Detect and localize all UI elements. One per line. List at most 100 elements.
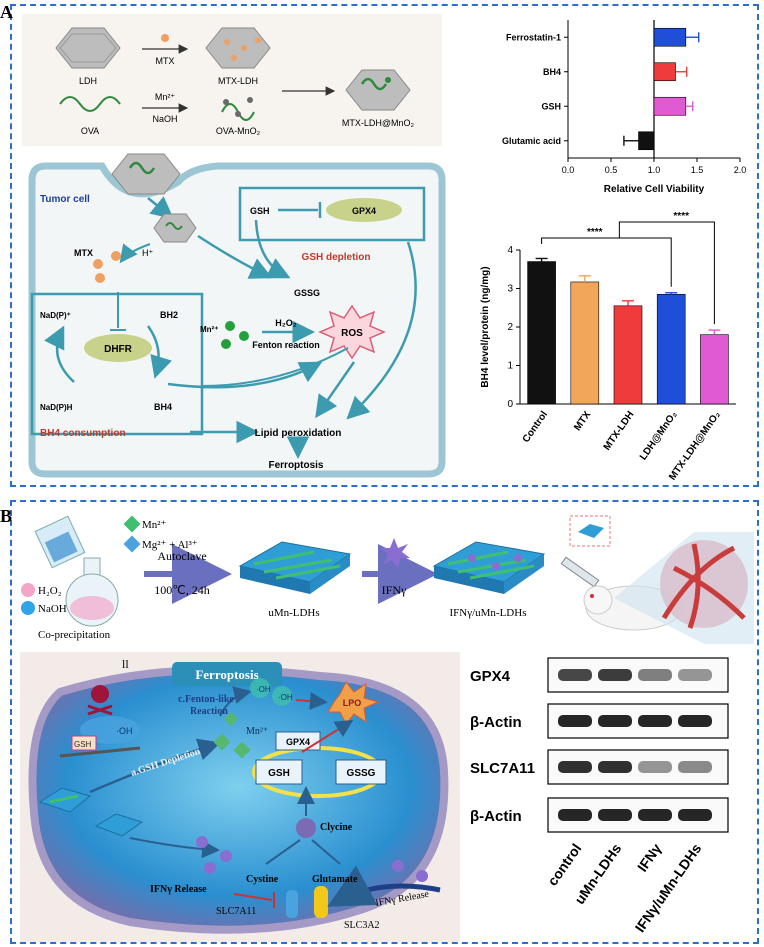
x-axis-label: Relative Cell Viability xyxy=(604,184,705,195)
x-tick-label: 1.5 xyxy=(691,165,704,175)
beaker-icon xyxy=(34,515,86,569)
y-tick-label: 0 xyxy=(507,399,513,410)
synthesis-scheme-b: Mn²⁺ Mg²⁺ + Al³⁺ H₂O₂ NaOH Co-precipitat… xyxy=(21,515,754,644)
h2o2-b-label: H₂O₂ xyxy=(38,585,62,597)
blot-band xyxy=(678,809,712,821)
reaction-label: Reaction xyxy=(190,706,228,717)
gssg-box xyxy=(335,759,387,785)
mtx-ldh-mno2-particle-icon xyxy=(345,69,411,111)
blot-band xyxy=(558,761,592,773)
h2o2-label: H₂O₂ xyxy=(275,318,297,328)
y-tick-label: 4 xyxy=(507,245,513,256)
naoh-arrow-label: NaOH xyxy=(152,114,177,124)
ferroptosis-a-label: Ferroptosis xyxy=(268,460,323,471)
lipid-peroxidation-label: Lipid peroxidation xyxy=(255,428,342,439)
mechanism-b-diagram: ll Ferroptosis c.Fenton-like Reaction ·O… xyxy=(20,652,460,942)
bar xyxy=(700,334,729,405)
oh-label-3: ·OH xyxy=(116,726,133,736)
blot-band xyxy=(678,715,712,727)
cystine-label: Cystine xyxy=(246,874,279,885)
bh4-label: BH4 xyxy=(154,402,172,412)
ldh-label: LDH xyxy=(79,76,97,86)
y-tick-label: 2 xyxy=(507,322,513,333)
gsh-b-label: GSH xyxy=(268,768,290,779)
mn-b2-label: Mn²⁺ xyxy=(246,726,268,737)
gsh-box xyxy=(255,759,303,785)
blot-band xyxy=(678,761,712,773)
mg-al-label: Mg²⁺ + Al³⁺ xyxy=(142,539,198,551)
bar xyxy=(653,62,676,82)
x-tick-label: 1.0 xyxy=(648,165,661,175)
zoomed-particle-inset-icon xyxy=(569,515,611,547)
gpx4-enzyme xyxy=(326,198,402,222)
oh-label-2: ·OH xyxy=(278,693,293,702)
ldh-particle-icon xyxy=(55,27,121,69)
y-tick-label: 1 xyxy=(507,361,513,372)
fenton-label: Fenton reaction xyxy=(252,340,320,350)
blot-row-label: GPX4 xyxy=(470,668,511,685)
gssg-label: GSSG xyxy=(294,288,320,298)
ifn-umn-ldhs-label: IFNγ/uMn-LDHs xyxy=(450,607,527,619)
bar xyxy=(638,131,655,151)
bar xyxy=(653,27,687,47)
y-axis-label: BH4 level/protein (ng/mg) xyxy=(480,266,491,387)
blot-band xyxy=(638,809,672,821)
tumor-cell-membrane xyxy=(28,162,446,478)
reaction-flask-icon xyxy=(65,557,119,627)
mn-arrow-label: Mn²⁺ xyxy=(155,92,175,102)
tumor-vasculature-icon xyxy=(660,540,748,629)
blot-band xyxy=(558,809,592,821)
corner-label: ll xyxy=(122,657,129,671)
category-label: MTX-LDH xyxy=(602,409,637,452)
blot-band xyxy=(638,761,672,773)
panel-b xyxy=(10,500,759,944)
dhfr-label: DHFR xyxy=(104,344,133,355)
mn-label: Mn²⁺ xyxy=(200,325,218,334)
oh-label-1: ·OH xyxy=(256,685,271,694)
nanoparticle-inside-icon xyxy=(153,213,197,243)
gsh-label: GSH xyxy=(250,206,270,216)
coprecipitation-label: Co-precipitation xyxy=(38,629,111,641)
condition-label: 100℃, 24h xyxy=(154,583,209,597)
synthesis-scheme-a-graphics: LDH MTX MTX-LDH OVA Mn²⁺ NaOH OVA-MnO₂ M… xyxy=(55,27,415,136)
significance-bracket xyxy=(584,237,672,287)
gpx4-b-label: GPX4 xyxy=(286,737,310,747)
blot-band xyxy=(638,715,672,727)
fenton-like-label: c.Fenton-like xyxy=(178,694,234,705)
gsh-gpx4-box xyxy=(238,186,426,242)
glutamate-label: Glutamate xyxy=(312,874,358,885)
ova-label: OVA xyxy=(81,126,99,136)
blot-row-label: SLC7A11 xyxy=(470,760,535,777)
gpx4-label: GPX4 xyxy=(352,206,376,216)
h-plus-label: H⁺ xyxy=(142,248,153,258)
ova-strand-icon xyxy=(59,96,121,112)
bar xyxy=(527,261,556,405)
nadph-label: NaD(P)H xyxy=(40,403,73,412)
lpo-label: LPO xyxy=(343,698,362,708)
slc3a2-label: SLC3A2 xyxy=(344,920,380,931)
mtx-arrow-label: MTX xyxy=(156,56,175,66)
autoclave-label: Autoclave xyxy=(157,549,206,563)
ros-burst-icon xyxy=(318,304,386,360)
ova-mno2-label: OVA-MnO₂ xyxy=(216,126,261,136)
ifn-gamma-icon xyxy=(380,538,410,568)
naoh-b-label: NaOH xyxy=(38,603,67,615)
mtx-ldh-particle-icon xyxy=(205,27,271,69)
x-tick-label: 2.0 xyxy=(734,165,747,175)
slc7a11-transporter xyxy=(286,890,298,918)
blot-band xyxy=(598,761,632,773)
gsh-small-label: GSH xyxy=(74,740,92,749)
category-label: MTX xyxy=(572,409,593,433)
ova-mno2-icon xyxy=(221,97,255,121)
slc3a2-transporter xyxy=(314,886,328,918)
category-label: GSH xyxy=(541,101,561,111)
blot-lane-label: IFNγ xyxy=(634,840,665,874)
category-label: LDH@MnO₂ xyxy=(638,409,680,462)
tumor-cell-label: Tumor cell xyxy=(40,194,90,205)
y-tick-label: 3 xyxy=(507,284,513,295)
category-label: Ferrostatin-1 xyxy=(506,32,561,42)
blot-band xyxy=(598,669,632,681)
ifn-gamma-particles-icon xyxy=(196,836,428,882)
